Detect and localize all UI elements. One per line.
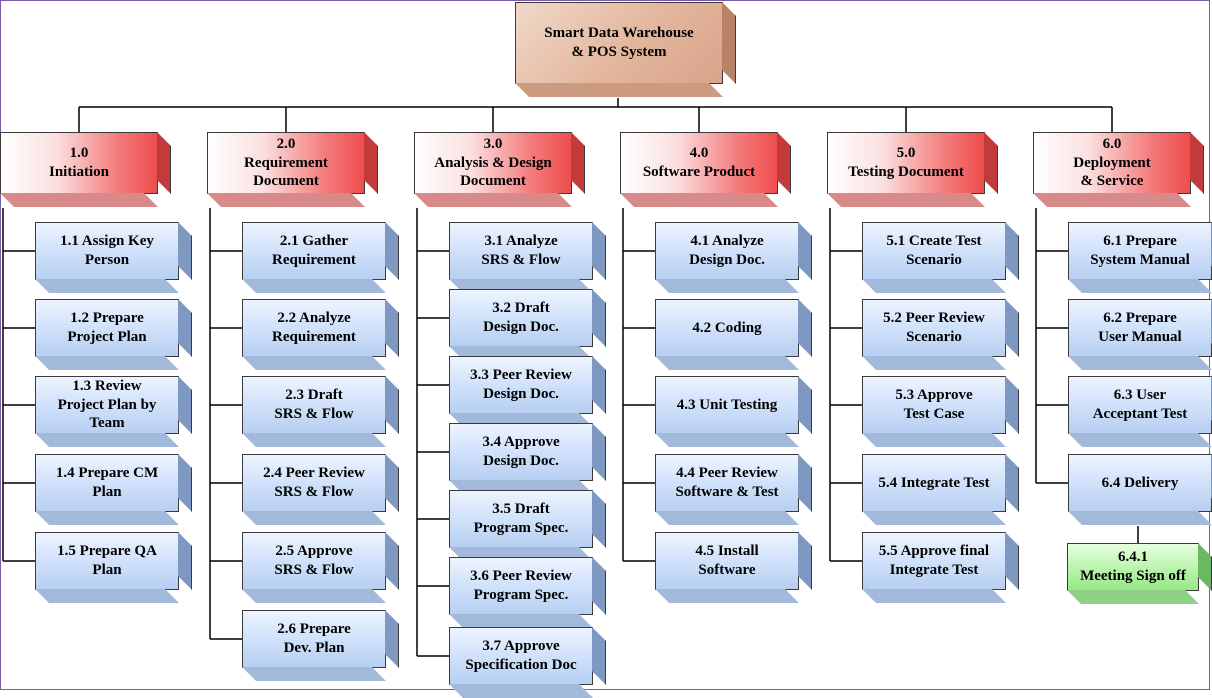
task-box-3-3: 3.3 Peer Review Design Doc. — [449, 356, 593, 414]
task-box-6-2: 6.2 Prepare User Manual — [1068, 299, 1212, 357]
task-box-1-5-label: 1.5 Prepare QA Plan — [57, 543, 157, 578]
task-box-1-2-label: 1.2 Prepare Project Plan — [67, 310, 147, 345]
task-box-2-2-label: 2.2 Analyze Requirement — [272, 310, 356, 345]
task-box-5-1: 5.1 Create Test Scenario — [862, 222, 1006, 280]
task-box-5-2: 5.2 Peer Review Scenario — [862, 299, 1006, 357]
task-box-4-3-label: 4.3 Unit Testing — [676, 396, 778, 413]
task-box-4-5: 4.5 Install Software — [655, 532, 799, 590]
task-box-3-6: 3.6 Peer Review Program Spec. — [449, 557, 593, 615]
task-box-5-3-label: 5.3 Approve Test Case — [895, 387, 973, 422]
task-box-6-3-label: 6.3 User Acceptant Test — [1092, 387, 1188, 422]
task-box-2-6: 2.6 Prepare Dev. Plan — [242, 610, 386, 668]
task-box-6-3: 6.3 User Acceptant Test — [1068, 376, 1212, 434]
task-box-5-5-label: 5.5 Approve final Integrate Test — [878, 543, 990, 578]
phase-header-6: 6.0 Deployment & Service — [1033, 132, 1191, 194]
phase-header-6-label: 6.0 Deployment & Service — [1073, 135, 1151, 190]
subtask-box-6-4-1: 6.4.1 Meeting Sign off — [1067, 543, 1199, 591]
phase-header-1: 1.0 Initiation — [0, 132, 158, 194]
task-box-5-2-label: 5.2 Peer Review Scenario — [883, 310, 985, 345]
phase-header-5: 5.0 Testing Document — [827, 132, 985, 194]
task-box-2-3-label: 2.3 Draft SRS & Flow — [274, 387, 354, 422]
task-box-3-1: 3.1 Analyze SRS & Flow — [449, 222, 593, 280]
task-box-3-2: 3.2 Draft Design Doc. — [449, 289, 593, 347]
root-node: Smart Data Warehouse & POS System — [515, 2, 723, 84]
task-box-1-4-label: 1.4 Prepare CM Plan — [55, 465, 159, 500]
task-box-1-2: 1.2 Prepare Project Plan — [35, 299, 179, 357]
task-box-5-3: 5.3 Approve Test Case — [862, 376, 1006, 434]
task-box-2-5: 2.5 Approve SRS & Flow — [242, 532, 386, 590]
phase-header-2-label: 2.0 Requirement Document — [244, 135, 328, 190]
subtask-box-6-4-1-label: 6.4.1 Meeting Sign off — [1080, 549, 1186, 584]
task-box-3-7: 3.7 Approve Specification Doc — [449, 627, 593, 685]
task-box-4-4: 4.4 Peer Review Software & Test — [655, 454, 799, 512]
task-box-2-3: 2.3 Draft SRS & Flow — [242, 376, 386, 434]
phase-header-4: 4.0 Software Product — [620, 132, 778, 194]
task-box-5-4-label: 5.4 Integrate Test — [878, 474, 990, 491]
task-box-1-3: 1.3 Review Project Plan by Team — [35, 376, 179, 434]
task-box-5-4: 5.4 Integrate Test — [862, 454, 1006, 512]
task-box-4-1: 4.1 Analyze Design Doc. — [655, 222, 799, 280]
task-box-1-1: 1.1 Assign Key Person — [35, 222, 179, 280]
task-box-1-5: 1.5 Prepare QA Plan — [35, 532, 179, 590]
task-box-3-7-label: 3.7 Approve Specification Doc — [465, 638, 577, 673]
task-box-6-1-label: 6.1 Prepare System Manual — [1090, 233, 1190, 268]
task-box-4-2-label: 4.2 Coding — [692, 319, 762, 336]
task-box-3-4: 3.4 Approve Design Doc. — [449, 423, 593, 481]
task-box-3-1-label: 3.1 Analyze SRS & Flow — [481, 233, 561, 268]
task-box-4-2: 4.2 Coding — [655, 299, 799, 357]
phase-header-4-label: 4.0 Software Product — [642, 145, 756, 180]
task-box-3-3-label: 3.3 Peer Review Design Doc. — [470, 367, 572, 402]
task-box-2-1: 2.1 Gather Requirement — [242, 222, 386, 280]
task-box-2-4: 2.4 Peer Review SRS & Flow — [242, 454, 386, 512]
task-box-1-3-label: 1.3 Review Project Plan by Team — [57, 377, 157, 432]
task-box-2-5-label: 2.5 Approve SRS & Flow — [274, 543, 354, 578]
task-box-1-4: 1.4 Prepare CM Plan — [35, 454, 179, 512]
phase-header-2: 2.0 Requirement Document — [207, 132, 365, 194]
task-box-4-3: 4.3 Unit Testing — [655, 376, 799, 434]
phase-header-5-label: 5.0 Testing Document — [848, 145, 964, 180]
task-box-1-1-label: 1.1 Assign Key Person — [60, 233, 154, 268]
task-box-4-1-label: 4.1 Analyze Design Doc. — [689, 233, 765, 268]
task-box-4-5-label: 4.5 Install Software — [695, 543, 759, 578]
task-box-3-2-label: 3.2 Draft Design Doc. — [483, 300, 559, 335]
task-box-2-1-label: 2.1 Gather Requirement — [272, 233, 356, 268]
task-box-3-4-label: 3.4 Approve Design Doc. — [482, 434, 560, 469]
task-box-5-5: 5.5 Approve final Integrate Test — [862, 532, 1006, 590]
task-box-4-4-label: 4.4 Peer Review Software & Test — [675, 465, 779, 500]
root-label: Smart Data Warehouse & POS System — [544, 25, 694, 60]
task-box-2-2: 2.2 Analyze Requirement — [242, 299, 386, 357]
task-box-2-6-label: 2.6 Prepare Dev. Plan — [277, 621, 351, 656]
task-box-3-5-label: 3.5 Draft Program Spec. — [473, 501, 569, 536]
task-box-6-4: 6.4 Delivery — [1068, 454, 1212, 512]
phase-header-1-label: 1.0 Initiation — [48, 145, 109, 180]
task-box-3-6-label: 3.6 Peer Review Program Spec. — [470, 568, 572, 603]
task-box-2-4-label: 2.4 Peer Review SRS & Flow — [263, 465, 365, 500]
phase-header-3: 3.0 Analysis & Design Document — [414, 132, 572, 194]
task-box-5-1-label: 5.1 Create Test Scenario — [886, 233, 982, 268]
phase-header-3-label: 3.0 Analysis & Design Document — [434, 135, 552, 190]
task-box-6-1: 6.1 Prepare System Manual — [1068, 222, 1212, 280]
task-box-3-5: 3.5 Draft Program Spec. — [449, 490, 593, 548]
task-box-6-4-label: 6.4 Delivery — [1101, 474, 1179, 491]
task-box-6-2-label: 6.2 Prepare User Manual — [1098, 310, 1182, 345]
